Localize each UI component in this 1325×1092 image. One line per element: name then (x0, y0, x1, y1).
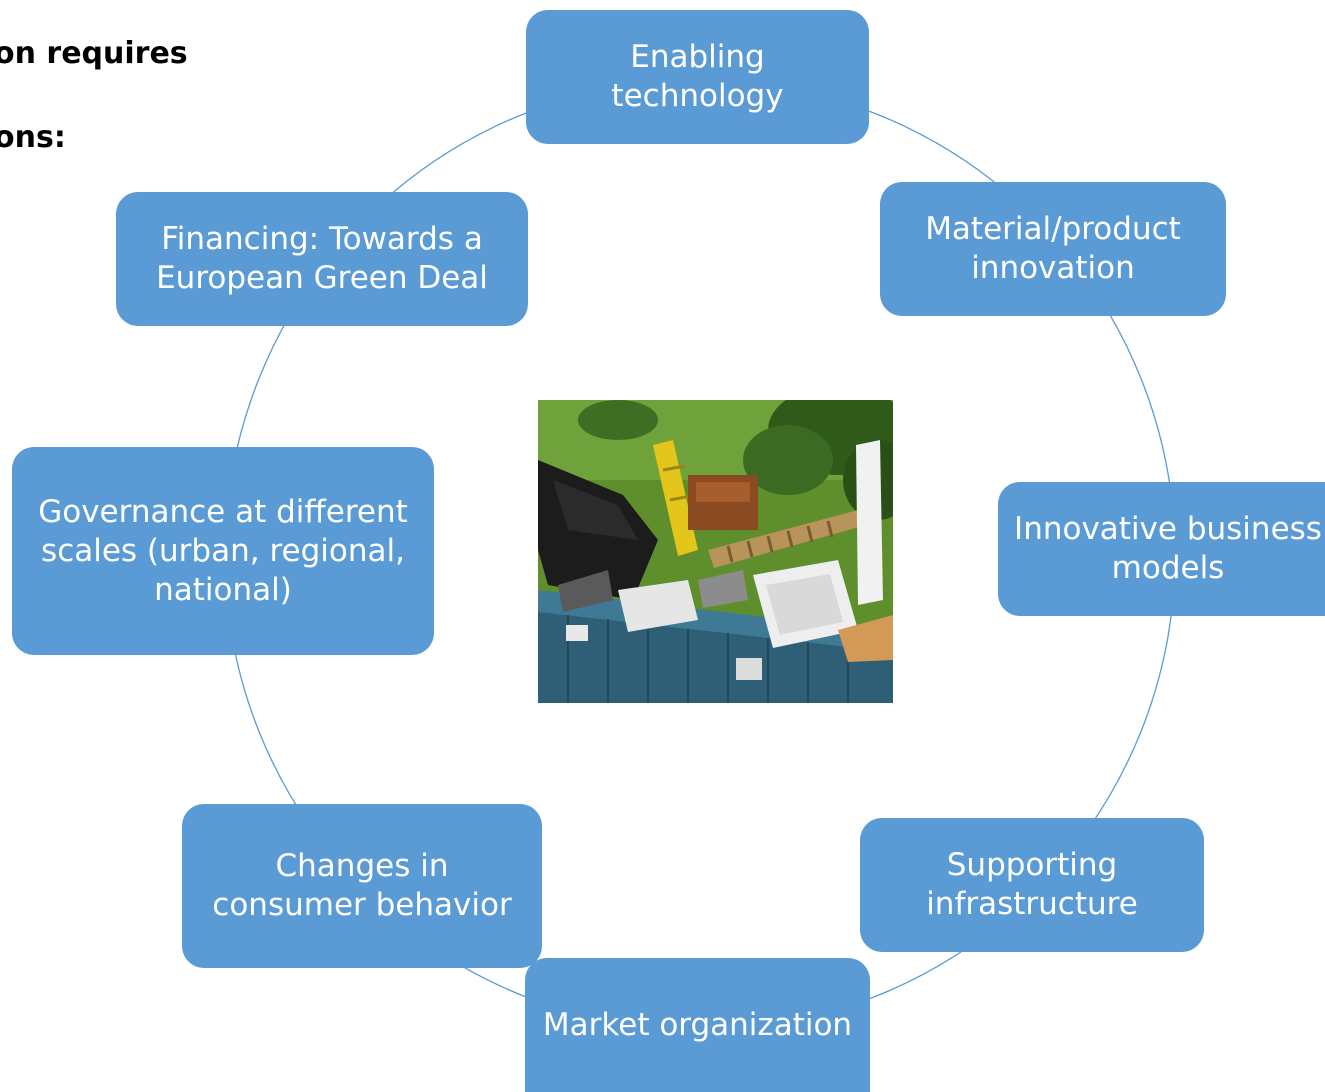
dumpster-photo (538, 400, 893, 703)
cycle-node-consumer-behavior: Changes in consumer behavior (182, 804, 542, 968)
cycle-node-governance: Governance at different scales (urban, r… (12, 447, 434, 655)
cycle-node-supporting-infrastructure: Supporting infrastructure (860, 818, 1204, 952)
heading-line-1: on requires (0, 36, 188, 71)
cycle-node-label: Enabling technology (611, 39, 784, 114)
cycle-node-financing: Financing: Towards a European Green Deal (116, 192, 528, 326)
cycle-node-label: Material/product innovation (925, 211, 1181, 286)
cycle-node-innovative-business-models: Innovative business models (998, 482, 1325, 616)
cycle-node-market-organization: Market organization (525, 958, 870, 1092)
cycle-node-material-product-innovation: Material/product innovation (880, 182, 1226, 316)
cycle-node-enabling-technology: Enabling technology (526, 10, 869, 144)
cycle-node-label: Market organization (542, 1006, 853, 1043)
cycle-node-label: Governance at different scales (urban, r… (38, 493, 408, 608)
heading-line-2: ons: (0, 120, 66, 155)
cycle-node-label: Financing: Towards a European Green Deal (156, 221, 488, 296)
dumpster-photo-illustration (538, 400, 893, 703)
cycle-node-label: Innovative business models (1014, 511, 1322, 586)
cycle-node-label: Changes in consumer behavior (212, 848, 512, 923)
cycle-node-label: Supporting infrastructure (926, 847, 1138, 922)
